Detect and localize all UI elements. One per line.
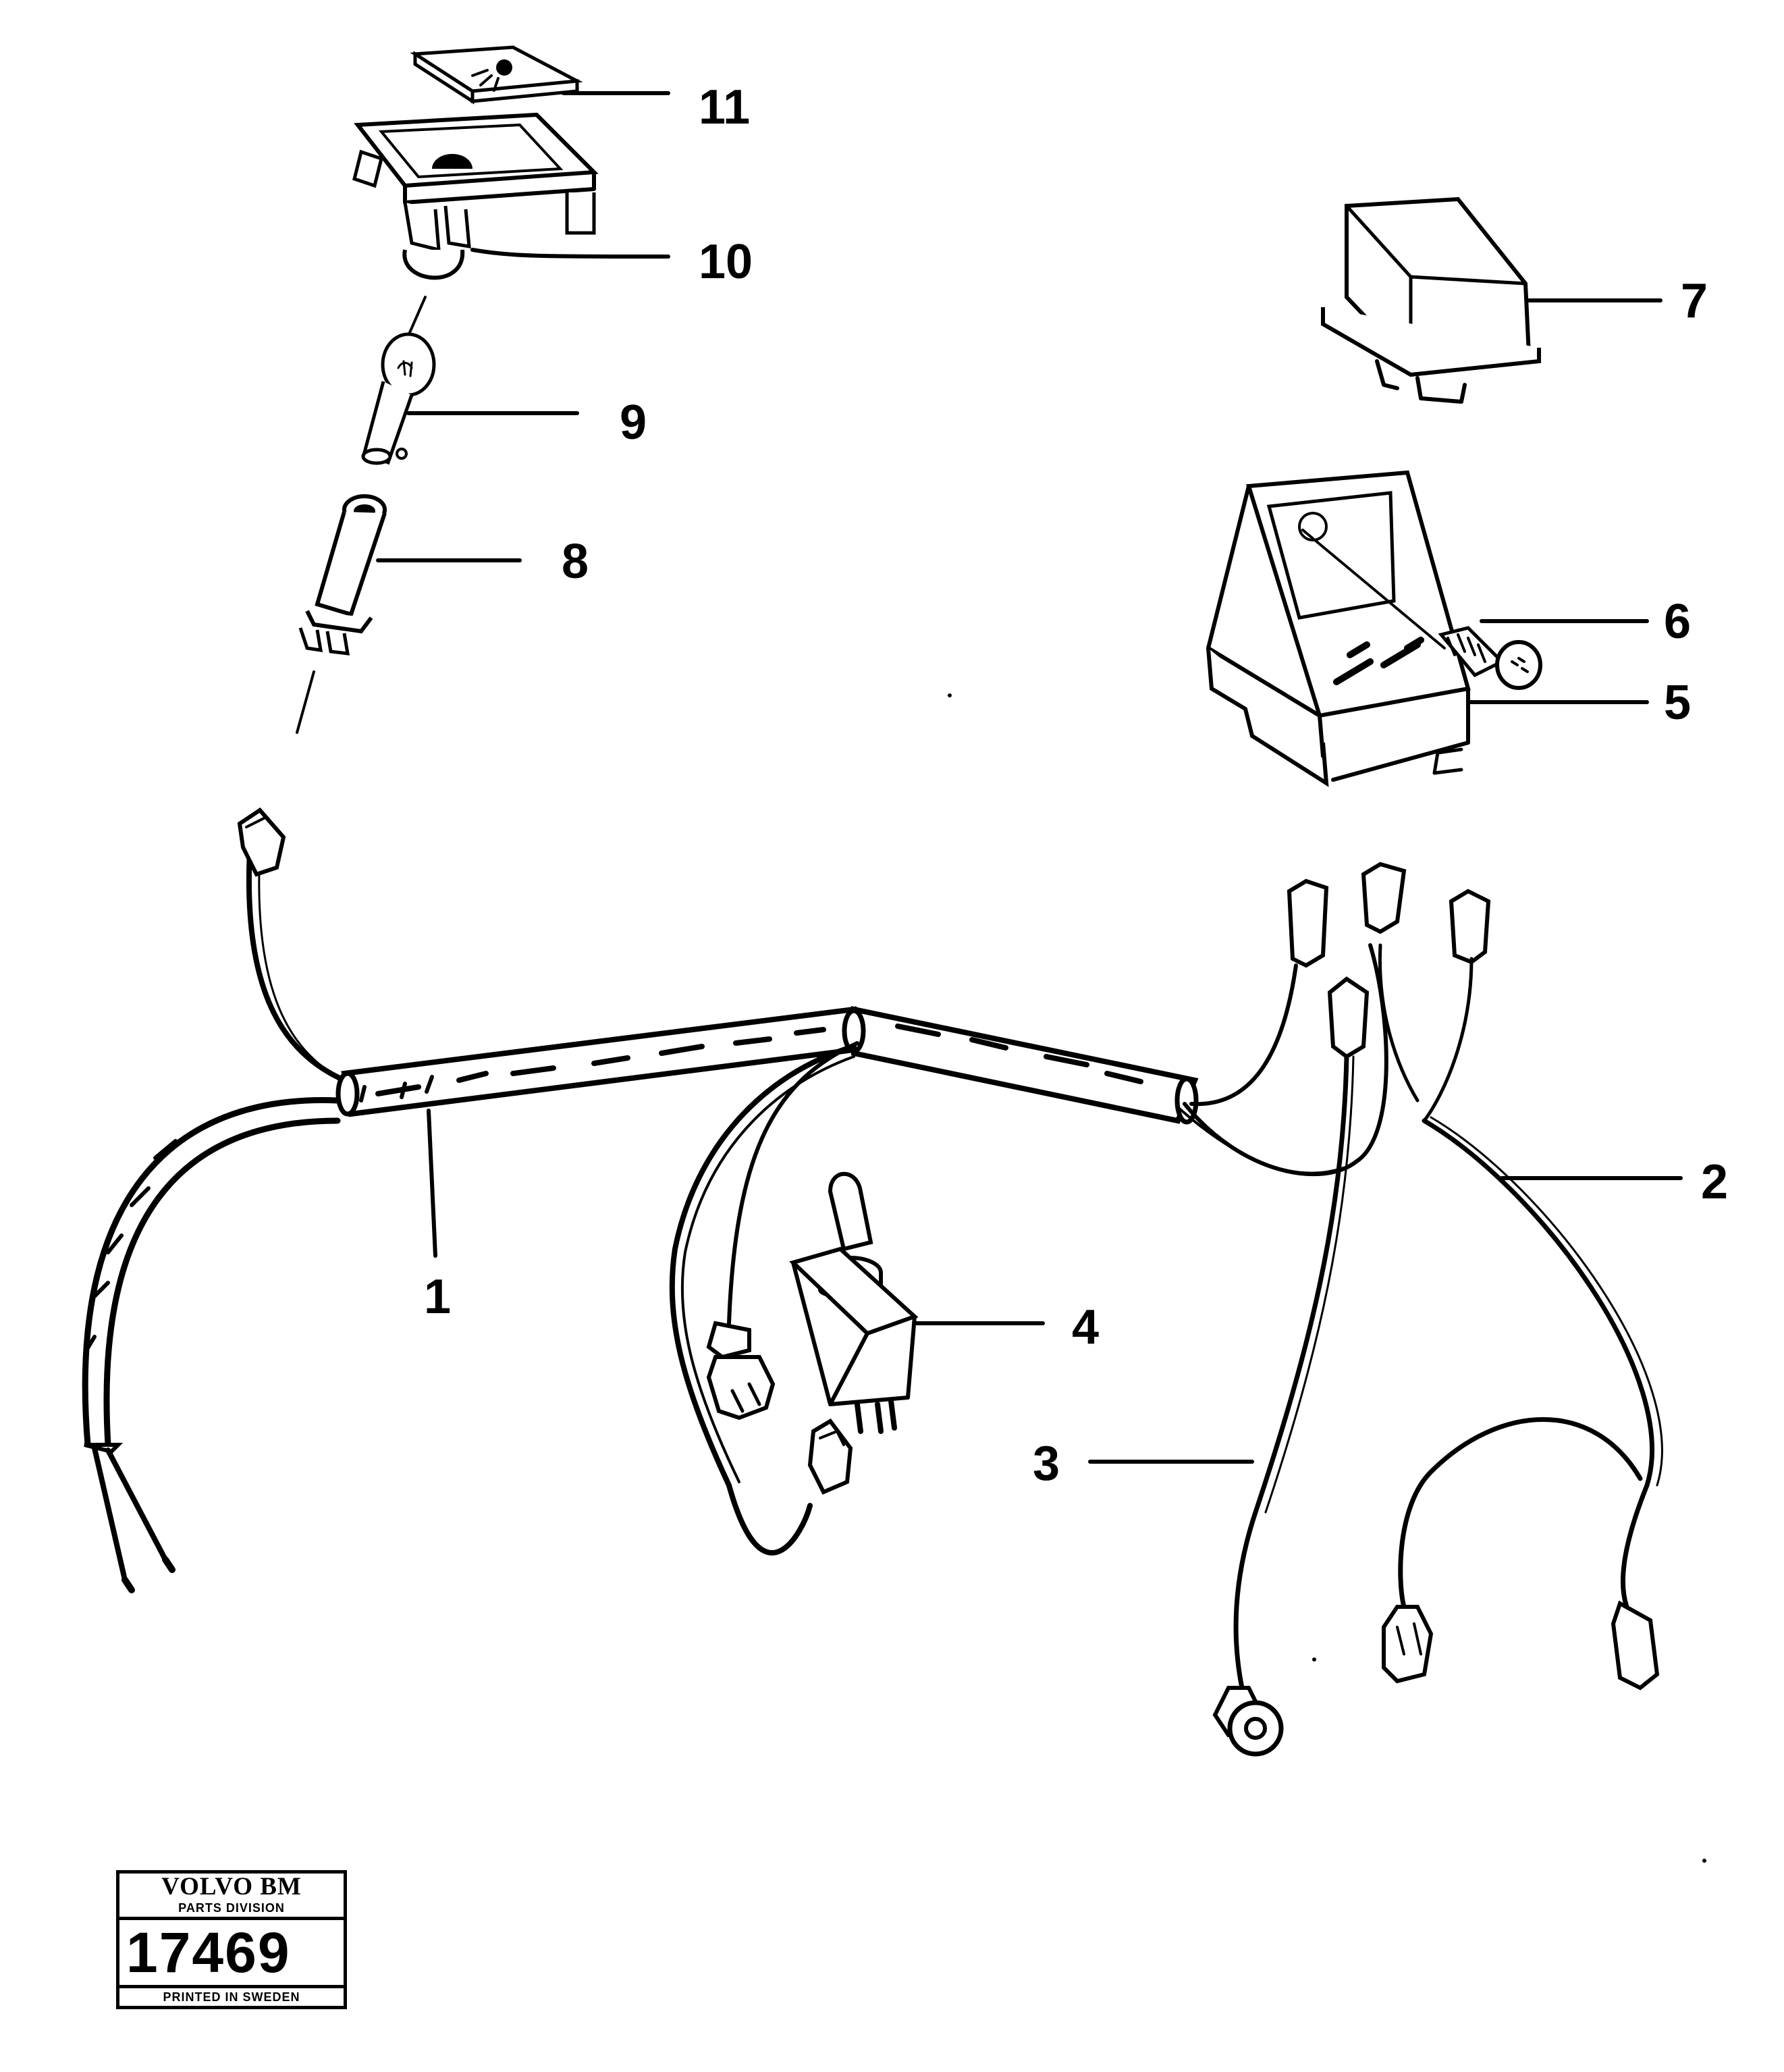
lamp-housing-part xyxy=(352,112,599,280)
relay-part xyxy=(1321,196,1541,404)
stamp-drawing-number: 17469 xyxy=(119,1920,344,1988)
leader-lines xyxy=(376,91,1683,1464)
callout-3: 3 xyxy=(1033,1437,1060,1491)
leader-line-10 xyxy=(470,248,670,259)
stamp-division: PARTS DIVISION xyxy=(119,1901,344,1920)
toggle-switch-part xyxy=(789,1171,919,1434)
callout-numbers: 11 10 9 8 7 6 5 2 1 4 3 xyxy=(424,80,1728,1491)
callout-8: 8 xyxy=(562,535,589,589)
callout-5: 5 xyxy=(1664,676,1691,730)
bulb-part xyxy=(361,296,436,465)
relay-socket-part xyxy=(1206,470,1471,787)
volvo-bm-stamp: VOLVO BM PARTS DIVISION 17469 PRINTED IN… xyxy=(116,1870,347,2009)
stamp-brand: VOLVO BM xyxy=(161,1873,302,1901)
callout-4: 4 xyxy=(1072,1300,1099,1354)
screw-part xyxy=(1298,512,1542,690)
callout-10: 10 xyxy=(699,235,753,289)
leader-line-1 xyxy=(427,1109,437,1258)
callout-7: 7 xyxy=(1681,274,1708,328)
stamp-printed: PRINTED IN SWEDEN xyxy=(163,1990,300,2004)
main-harness-part xyxy=(82,807,1663,1757)
callout-2: 2 xyxy=(1701,1155,1728,1209)
callout-11: 11 xyxy=(699,80,750,134)
callout-1: 1 xyxy=(424,1270,451,1324)
bulb-holder-part xyxy=(296,494,387,734)
callout-6: 6 xyxy=(1664,595,1691,649)
callout-9: 9 xyxy=(620,396,647,450)
lamp-cover-part xyxy=(410,45,583,105)
